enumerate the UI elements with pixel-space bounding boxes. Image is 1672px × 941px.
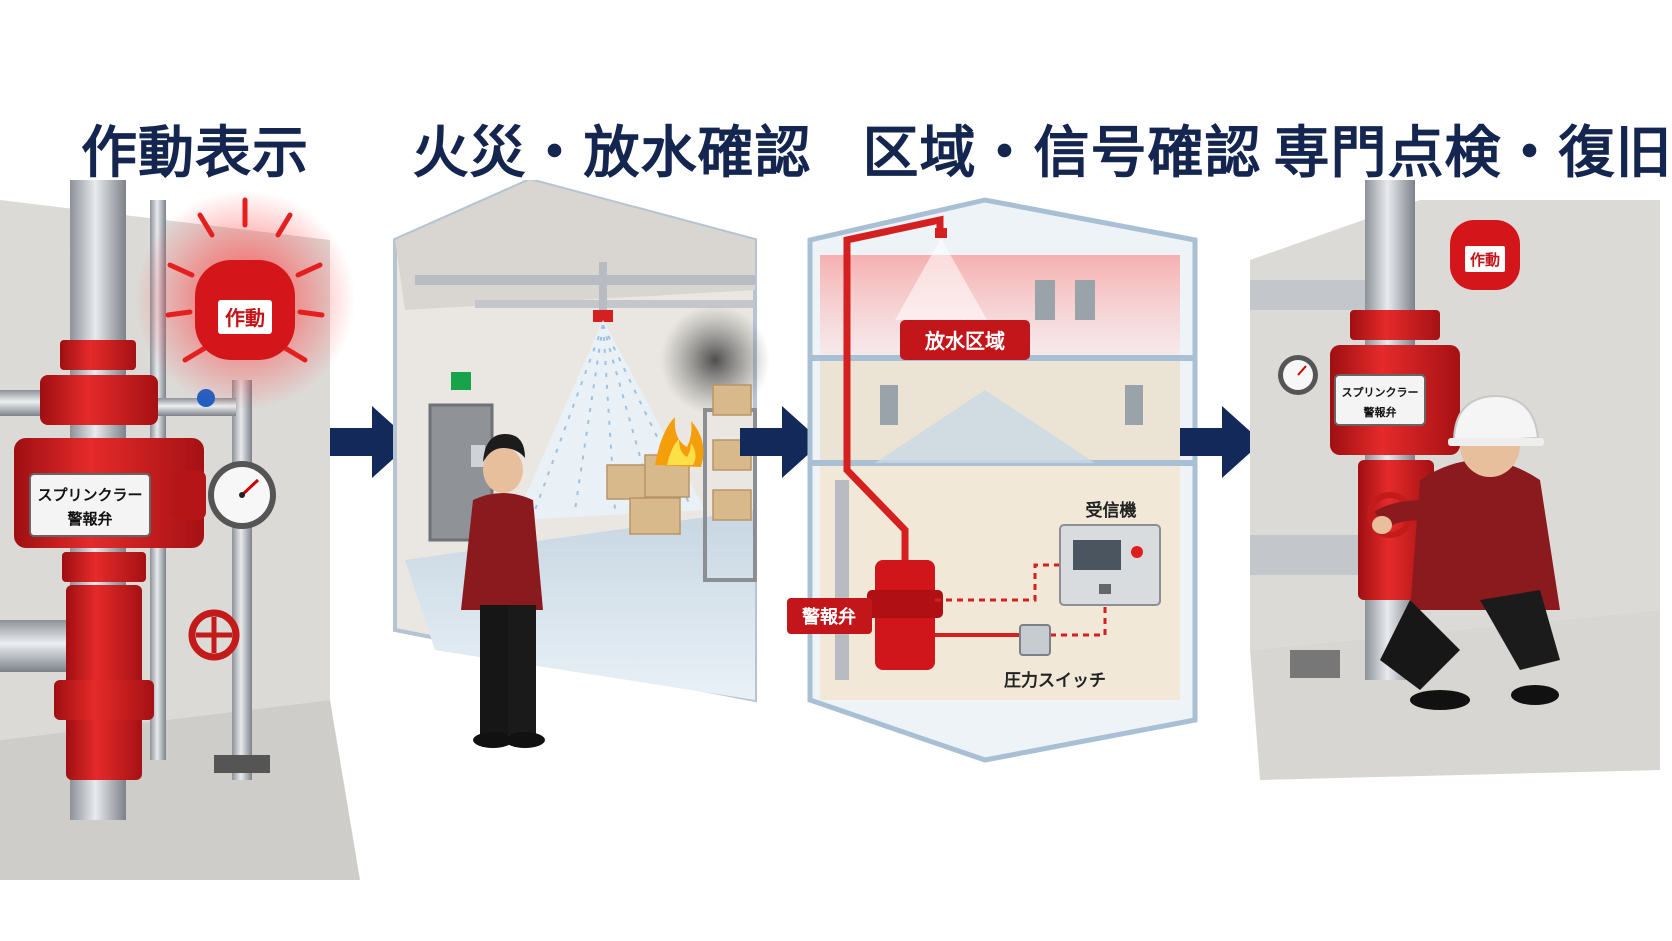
pressure-gauge-icon	[1278, 355, 1318, 395]
valve-nameplate	[29, 473, 151, 537]
valve-side-port	[172, 470, 206, 520]
drain-pipe	[835, 480, 849, 680]
inlet-pipe	[0, 620, 70, 672]
alarm-valve-label: 警報弁	[802, 606, 856, 628]
signal-line-1	[935, 563, 1065, 602]
pressure-gauge-icon	[208, 461, 276, 529]
water-droplets	[534, 324, 691, 511]
zone-label: 放水区域	[924, 329, 1005, 353]
handwheel-icon	[188, 609, 240, 661]
panel-zone-signal-check: 放水区域 警報弁 受信機 圧力スイッチ	[787, 197, 1198, 763]
sprinkler-head-icon	[593, 310, 613, 322]
sprinkler-drop	[599, 262, 607, 312]
valve-top-flange	[60, 340, 136, 370]
roof-wedge	[875, 390, 1095, 463]
ceiling	[395, 180, 755, 310]
hard-hat-icon	[1452, 394, 1540, 444]
panel-inspection-restoration: スプリンクラー 警報弁 作動	[1250, 180, 1660, 780]
room-doors	[880, 280, 1143, 425]
riser-pipe	[843, 300, 909, 570]
alarm-lamp-label: 作動	[1470, 251, 1500, 269]
exit-sign-icon	[451, 372, 471, 390]
person-observer	[461, 434, 545, 748]
pressure-switch	[1019, 624, 1051, 656]
inlet-pipe	[1250, 535, 1370, 575]
zone-label-box	[900, 320, 1030, 360]
valve-plate-line1: スプリンクラー	[37, 486, 142, 504]
arrow-right-icon	[740, 406, 822, 478]
alarm-valve-label-box	[787, 598, 872, 634]
alarm-lamp-icon: 作動	[165, 197, 325, 363]
ceiling-pipe	[415, 275, 755, 285]
signal-line-2	[1050, 600, 1107, 637]
step-4-title: 専門点検・復旧	[1273, 121, 1672, 186]
valve-upper-body	[40, 375, 158, 425]
arrow-right-icon	[1180, 406, 1262, 478]
pressure-switch-label: 圧力スイッチ	[1004, 670, 1106, 691]
water-spray	[895, 238, 987, 320]
alarm-valve-flange	[867, 590, 943, 618]
alarm-lamp-icon: 作動	[1450, 220, 1520, 290]
ceiling-pipe-2	[475, 300, 755, 308]
door-window	[471, 445, 485, 467]
side-pipe	[1250, 280, 1365, 310]
fire-icon	[655, 417, 704, 467]
step-3-title: 区域・信号確認	[862, 121, 1262, 186]
valve-plate-line2: 警報弁	[1363, 405, 1397, 419]
step-2-title: 火災・放水確認	[412, 121, 812, 186]
gauge-pipe	[232, 380, 252, 780]
sprinkler-head-icon	[935, 228, 947, 238]
floor-drain	[1290, 650, 1340, 678]
receiver-panel	[1059, 524, 1161, 606]
panel-alarm-valve-activation: スプリンクラー 警報弁	[0, 180, 360, 880]
valve-plate-line1: スプリンクラー	[1342, 385, 1419, 399]
riser-pipe-top	[843, 215, 944, 300]
valve-lower-flange	[62, 552, 146, 582]
panel-fire-discharge-check	[393, 180, 770, 748]
valve-plate-line2: 警報弁	[66, 510, 112, 528]
valve-top-flange	[1350, 310, 1440, 340]
step-1-title: 作動表示	[81, 121, 309, 186]
receiver-label: 受信機	[1086, 500, 1137, 521]
technician	[1372, 394, 1560, 710]
alarm-lamp-label: 作動	[225, 306, 265, 330]
valve-bottom-flange	[54, 680, 154, 720]
cardboard-boxes	[606, 384, 752, 535]
pipe-base	[214, 755, 270, 773]
arrow-right-icon	[330, 406, 412, 478]
valve-nameplate	[1334, 374, 1426, 426]
